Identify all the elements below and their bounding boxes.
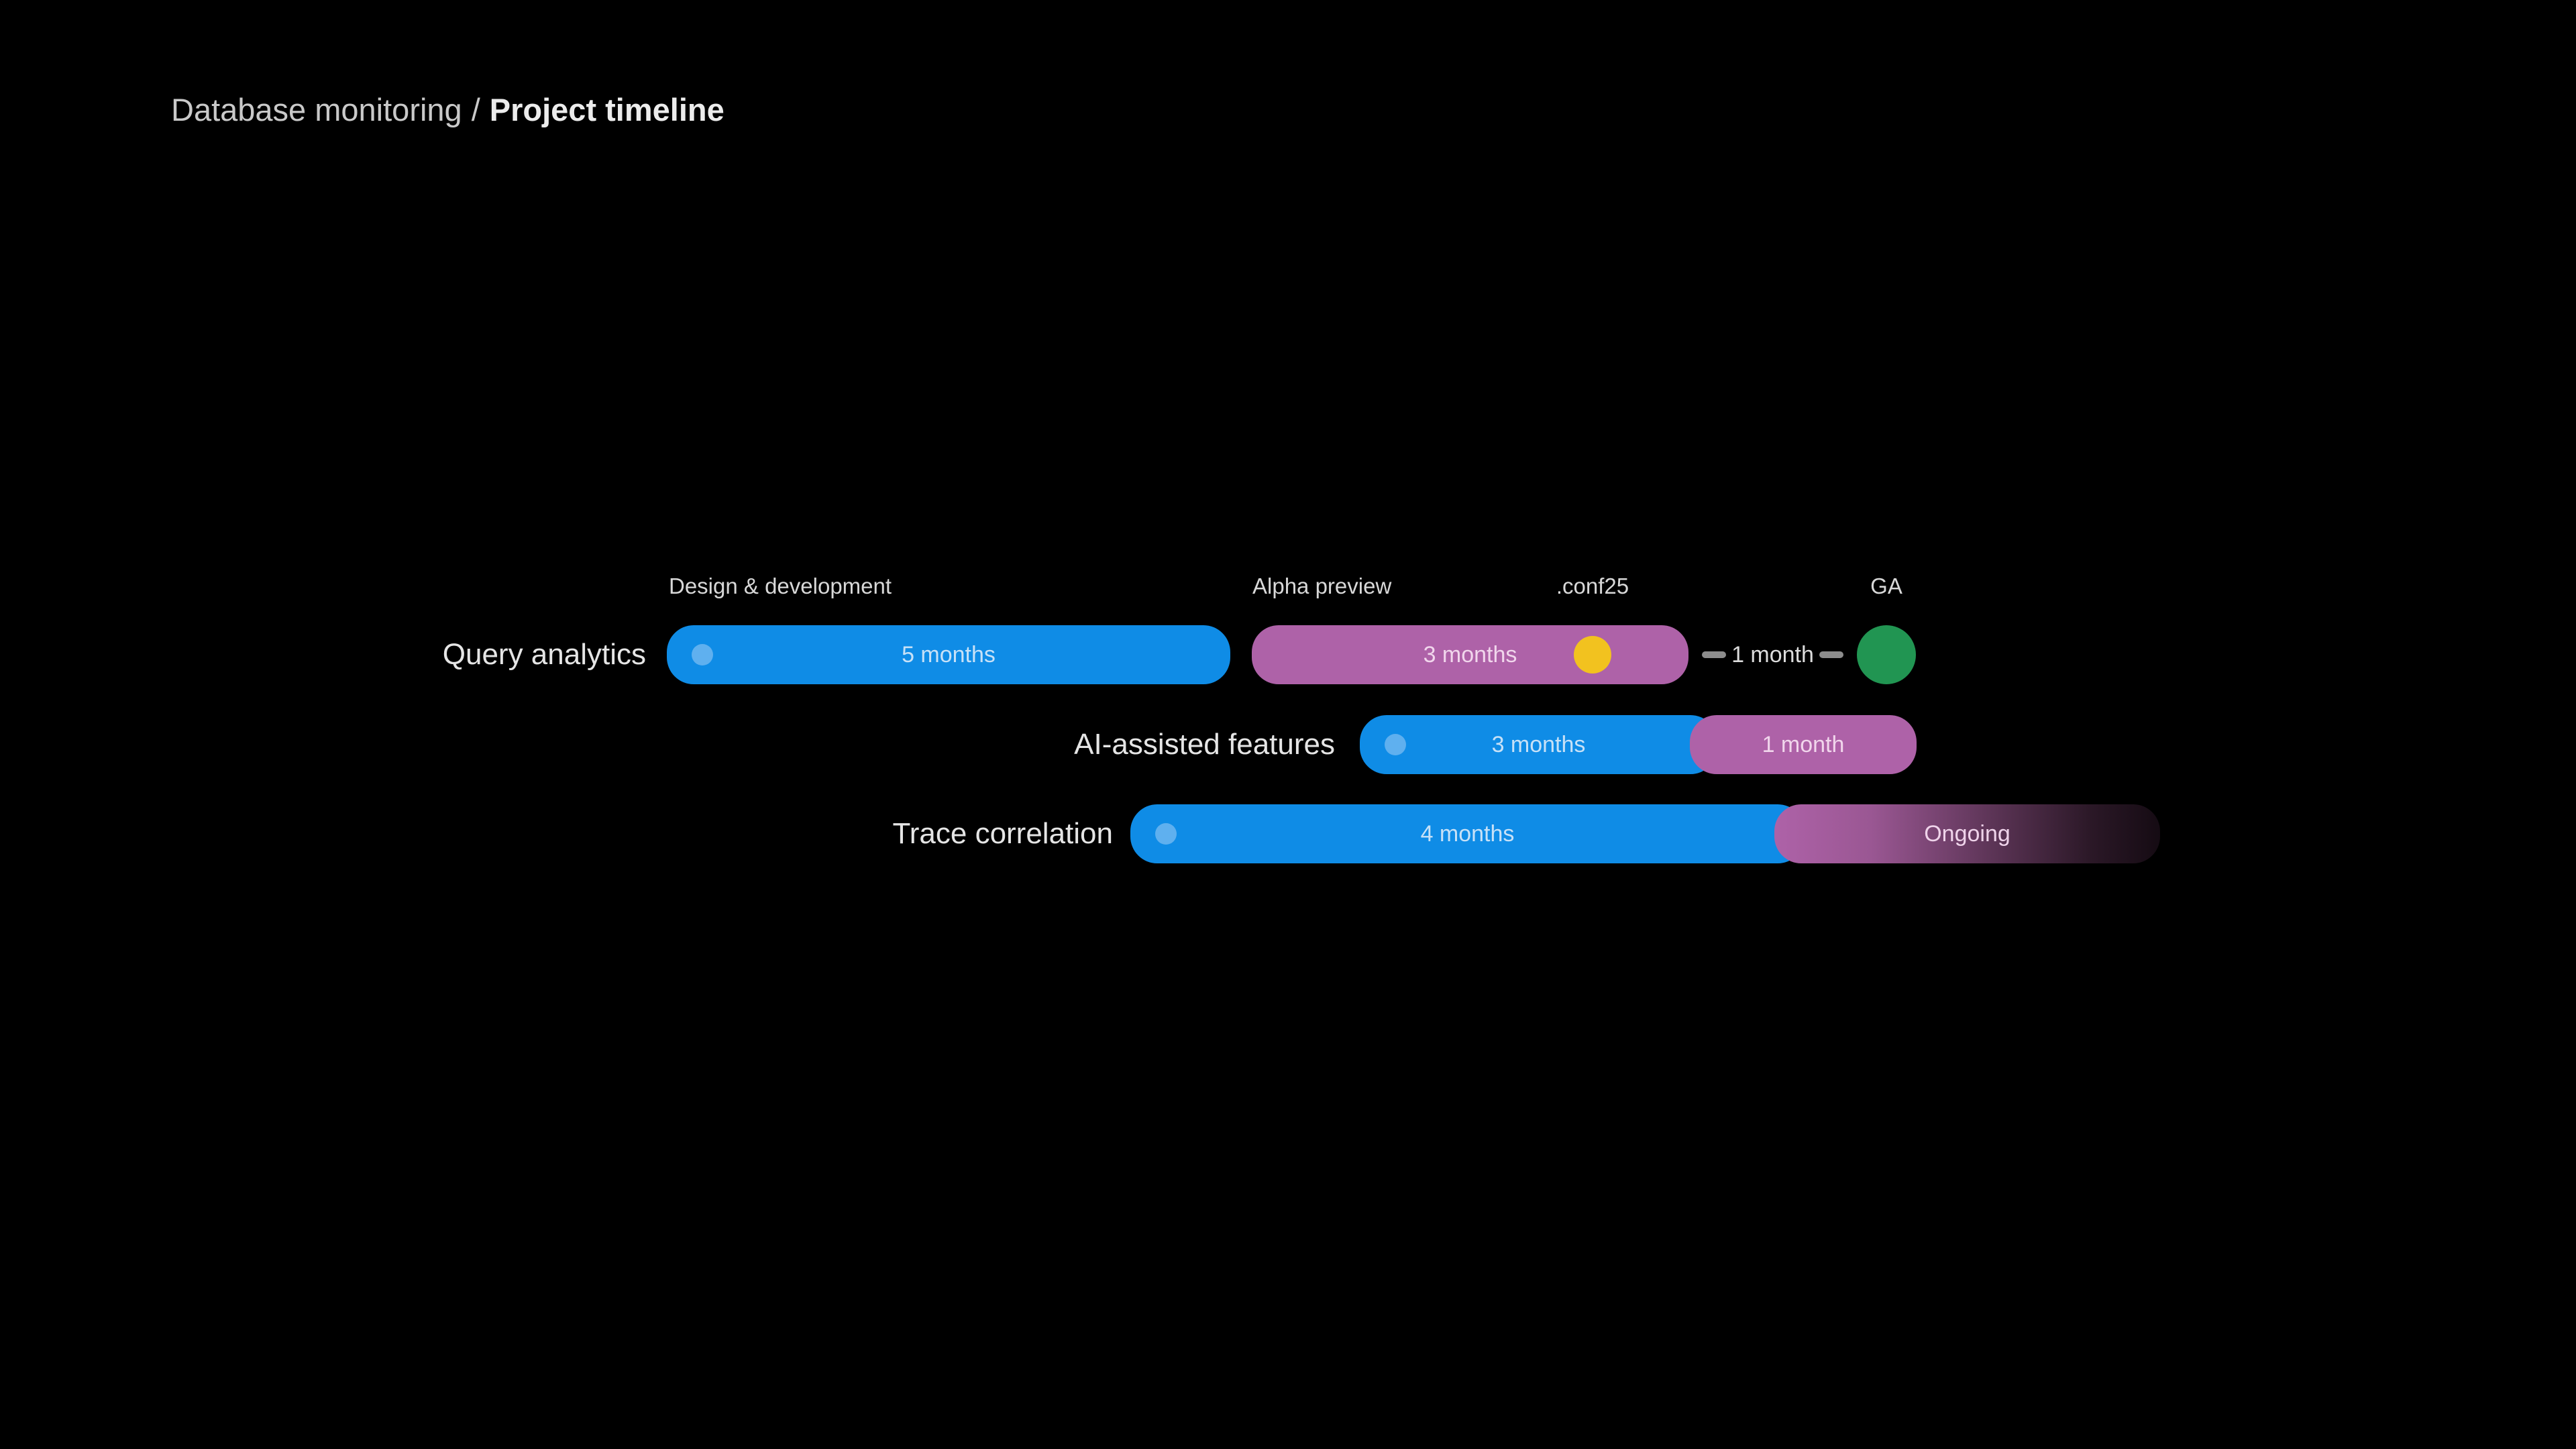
- bar-start-dot: [1385, 734, 1406, 755]
- milestone-label-alpha-preview: Alpha preview: [1252, 574, 1392, 598]
- connector-dash-left: [1702, 651, 1726, 658]
- connector-dash-right: [1819, 651, 1843, 658]
- bar-start-dot: [1155, 823, 1177, 845]
- bar-trace-correlation-ongoing: Ongoing: [1774, 804, 2160, 863]
- ga-milestone-dot: [1857, 625, 1916, 684]
- milestone-label-conf25: .conf25: [1556, 574, 1629, 598]
- conf25-marker-dot: [1574, 636, 1611, 674]
- bar-duration-label: Ongoing: [1924, 820, 2010, 847]
- bar-duration-label: 4 months: [1420, 820, 1515, 847]
- bar-ai-assisted-features-purple: 1 month: [1690, 715, 1917, 774]
- breadcrumb: Database monitoring / Project timeline: [171, 91, 724, 129]
- bar-trace-correlation-blue: 4 months: [1130, 804, 1805, 863]
- bar-duration-label: 1 month: [1762, 731, 1845, 757]
- breadcrumb-section[interactable]: Database monitoring: [171, 92, 462, 127]
- breadcrumb-separator: /: [471, 92, 480, 127]
- bar-query-analytics-design-development: 5 months: [667, 625, 1230, 684]
- row-label-query-analytics: Query analytics: [442, 638, 646, 671]
- page-title: Project timeline: [489, 92, 724, 127]
- row-label-trace-correlation: Trace correlation: [892, 817, 1114, 850]
- bar-query-analytics-alpha-preview: 3 months: [1252, 625, 1688, 684]
- milestone-label-ga: GA: [1870, 574, 1902, 598]
- row-label-ai-assisted-features: AI-assisted features: [1074, 728, 1335, 761]
- bar-start-dot: [692, 644, 713, 665]
- milestone-label-design-development: Design & development: [669, 574, 892, 598]
- bar-ai-assisted-features-blue: 3 months: [1360, 715, 1717, 774]
- connector-duration-label: 1 month: [1731, 641, 1814, 667]
- bar-duration-label: 3 months: [1423, 641, 1517, 667]
- bar-duration-label: 3 months: [1491, 731, 1586, 757]
- bar-duration-label: 5 months: [902, 641, 996, 667]
